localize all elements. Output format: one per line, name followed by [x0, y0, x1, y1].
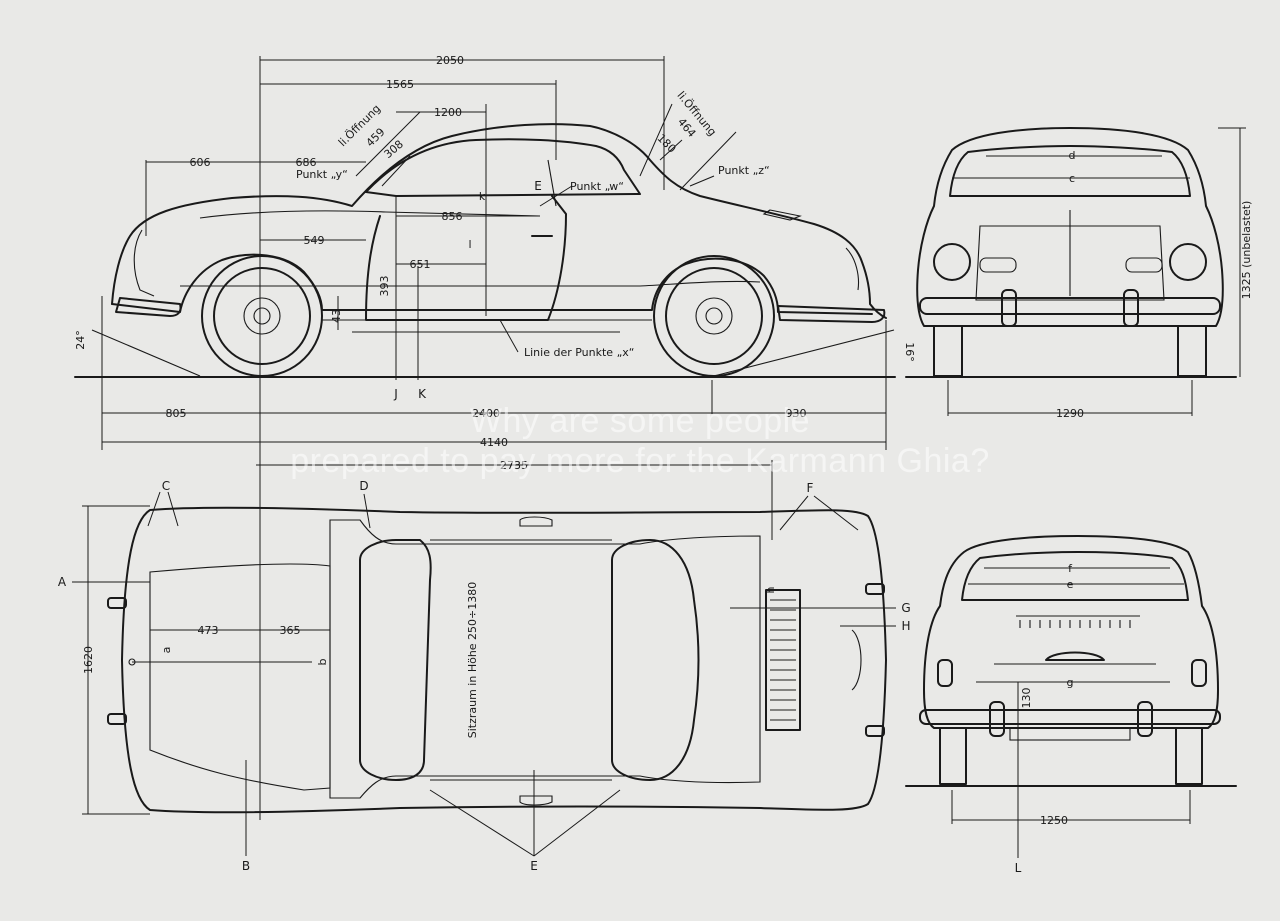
label-D: D [359, 479, 368, 493]
label-linie: Linie der Punkte „x“ [524, 346, 634, 359]
dim-308: 308 [382, 138, 406, 161]
rear-view: f e g 130 1250 L [905, 535, 1237, 875]
label-b: b [316, 658, 329, 665]
overlay-caption-line-1: Why are some people [469, 402, 811, 440]
dim-1250: 1250 [1040, 814, 1068, 827]
label-rear-f: f [1068, 562, 1073, 575]
dim-1290: 1290 [1056, 407, 1084, 420]
dim-130: 130 [1020, 688, 1033, 709]
dim-2400: 2400 [472, 407, 500, 420]
top-view: 2735 1620 473 365 A B C D E F G H a b h … [58, 459, 911, 873]
label-punkt-w: Punkt „w“ [570, 180, 624, 193]
label-l-small: l [468, 238, 471, 251]
label-h: h [764, 586, 777, 593]
label-punkt-y: Punkt „y“ [296, 168, 348, 181]
label-G: G [901, 601, 910, 615]
label-rear-e: e [1067, 578, 1074, 591]
label-angle-front: 24° [74, 330, 87, 350]
label-C: C [162, 479, 170, 493]
label-front-d: d [1069, 149, 1076, 162]
label-L: L [1015, 861, 1022, 875]
dim-365: 365 [280, 624, 301, 637]
label-e-side: E [534, 179, 542, 193]
dim-1325: 1325 (unbelastet) [1240, 201, 1253, 300]
dim-2050: 2050 [436, 54, 464, 67]
label-B: B [242, 859, 250, 873]
label-H: H [901, 619, 910, 633]
label-sitzraum: Sitzraum in Höhe 250÷1380 [466, 582, 479, 739]
dim-1565: 1565 [386, 78, 414, 91]
dim-473: 473 [198, 624, 219, 637]
dim-686: 686 [296, 156, 317, 169]
label-k-small: k [479, 190, 486, 203]
label-a: a [160, 647, 173, 654]
dim-2735: 2735 [500, 459, 528, 472]
front-view: d c 1290 1325 (unbelastet) [905, 127, 1253, 420]
label-front-c: c [1069, 172, 1075, 185]
label-angle-rear: 16° [903, 342, 916, 362]
dim-606: 606 [190, 156, 211, 169]
dim-1200: 1200 [434, 106, 462, 119]
dim-4140: 4140 [480, 436, 508, 449]
dim-651: 651 [410, 258, 431, 271]
dim-856: 856 [442, 210, 463, 223]
dim-930: 930 [786, 407, 807, 420]
label-punkt-z: Punkt „z“ [718, 164, 770, 177]
dim-43: 43 [330, 309, 343, 323]
label-F: F [807, 481, 814, 495]
dim-805: 805 [166, 407, 187, 420]
label-E-top: E [530, 859, 538, 873]
label-rear-g: g [1067, 676, 1074, 689]
dim-459: 459 [364, 126, 388, 150]
label-j: J [393, 387, 398, 401]
label-k: K [418, 387, 427, 401]
dim-1620: 1620 [82, 646, 95, 674]
overlay-caption-line-2: prepared to pay more for the Karmann Ghi… [290, 442, 990, 480]
dim-549: 549 [304, 234, 325, 247]
dim-393: 393 [378, 276, 391, 297]
label-A: A [58, 575, 67, 589]
